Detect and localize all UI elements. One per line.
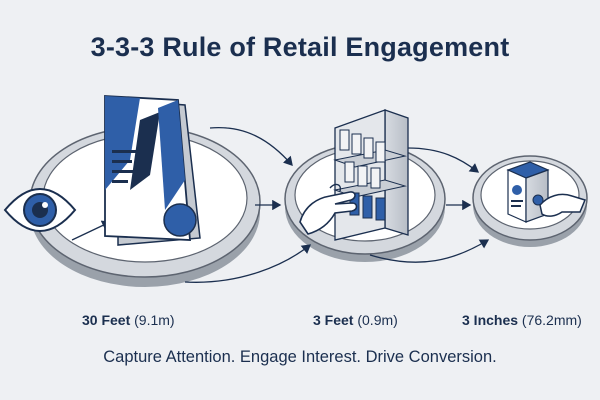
stage-label-30-feet: 30 Feet (9.1m): [82, 312, 175, 328]
stage-metric: (0.9m): [357, 312, 398, 328]
arrow-top-1: [209, 126, 293, 166]
shelf-icon: [333, 109, 409, 241]
stage-label-3-feet: 3 Feet (0.9m): [313, 312, 398, 328]
stage-distance: 3 Feet: [313, 312, 354, 328]
page-title: 3-3-3 Rule of Retail Engagement: [90, 32, 510, 62]
arrow-top-2: [407, 147, 480, 173]
stage-label-3-inches: 3 Inches (76.2mm): [462, 312, 582, 328]
hand-reaching-icon: [299, 183, 358, 235]
stage-distance: 30 Feet: [82, 312, 131, 328]
stage-metric: (76.2mm): [521, 312, 582, 328]
arrow-bottom-1: [184, 244, 312, 283]
flow-arrows: [71, 126, 490, 283]
eye-icon: [3, 188, 77, 232]
hand-holding-icon: [532, 193, 587, 217]
stage-metric: (9.1m): [134, 312, 175, 328]
tagline: Capture Attention. Engage Interest. Driv…: [103, 348, 497, 366]
display-board-icon: [104, 95, 201, 246]
arrow-eye-to-display: [71, 220, 112, 241]
stage-distance: 3 Inches: [462, 312, 519, 328]
arrow-bottom-2: [369, 239, 490, 263]
